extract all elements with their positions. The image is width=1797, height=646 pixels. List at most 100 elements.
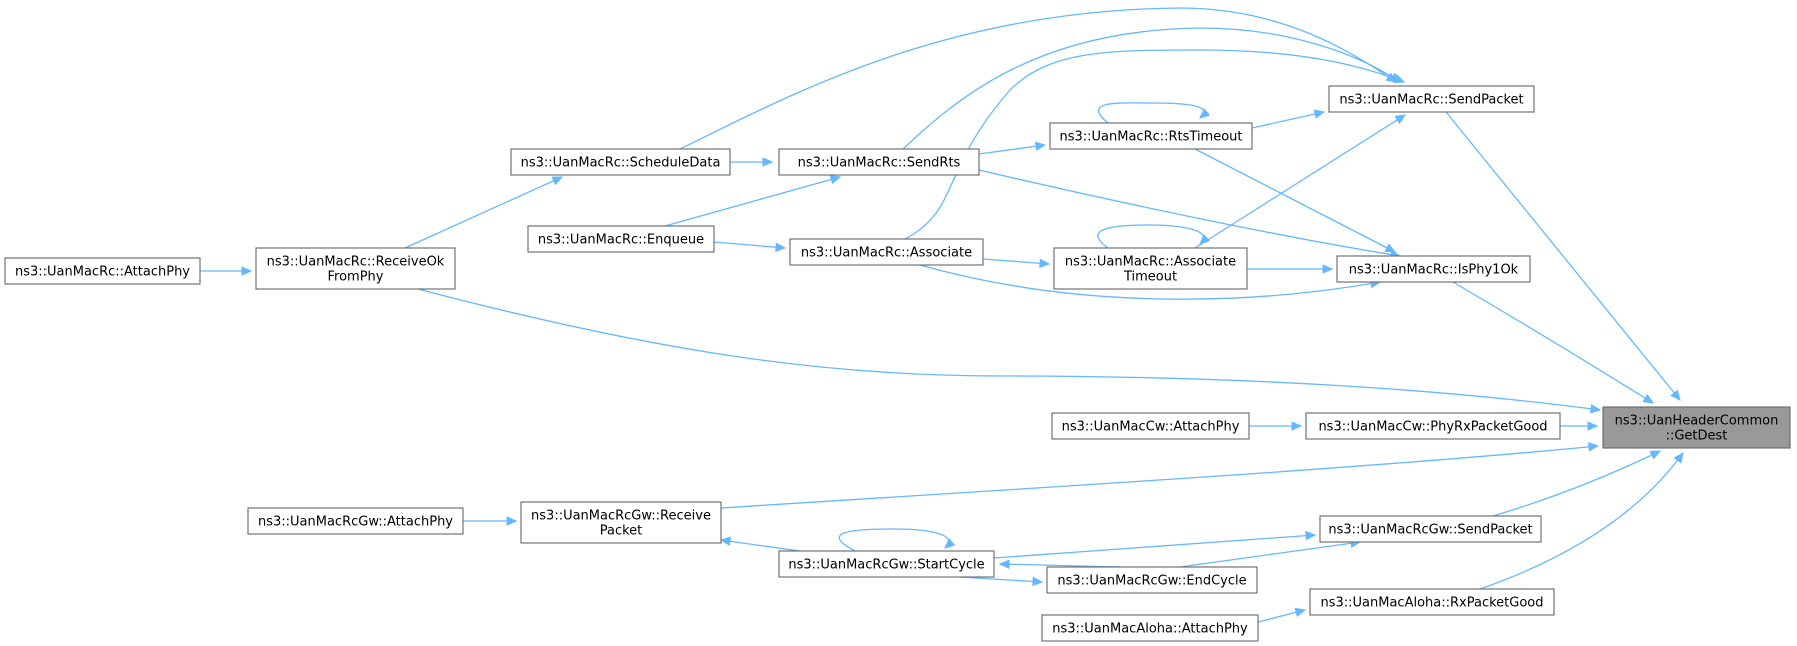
node-box[interactable]	[1602, 406, 1791, 449]
edge-receiveok-to-getdest	[417, 288, 1602, 414]
node-label: ns3::UanMacCw::PhyRxPacketGood	[1318, 420, 1547, 435]
node-label: Packet	[600, 524, 643, 539]
edge-sendpacket-to-getdest	[1445, 111, 1681, 401]
edge-associate-to-assoctimeout	[982, 258, 1051, 269]
arrowhead	[1673, 452, 1684, 464]
arrowhead	[1034, 141, 1047, 152]
edge-isphy1ok-to-getdest	[1452, 281, 1655, 404]
edge-line	[1251, 111, 1325, 129]
edge-line	[1492, 450, 1661, 517]
node-box[interactable]	[778, 148, 980, 176]
arrowhead	[719, 536, 732, 547]
arrowhead	[1305, 530, 1317, 541]
edge-gwsendpacket-to-getdest	[1492, 450, 1662, 517]
node-label: ns3::UanMacCw::AttachPhy	[1062, 420, 1240, 435]
node-alohaattach[interactable]: ns3::UanMacAloha::AttachPhy	[1041, 614, 1259, 642]
edge-line	[838, 528, 950, 552]
arrowhead	[1587, 421, 1599, 431]
edge-gwstartcycle-to-gwreceive	[719, 536, 801, 552]
edge-enqueue-to-associate	[713, 241, 787, 252]
node-cwattach[interactable]: ns3::UanMacCw::AttachPhy	[1051, 412, 1250, 440]
node-cwphyrx[interactable]: ns3::UanMacCw::PhyRxPacketGood	[1305, 412, 1561, 440]
arrowhead	[1322, 264, 1334, 274]
node-associate[interactable]: ns3::UanMacRc::Associate	[789, 238, 984, 266]
node-scheduledata[interactable]: ns3::UanMacRc::ScheduleData	[510, 148, 731, 176]
edge-line	[1194, 148, 1396, 253]
edge-line	[720, 539, 801, 552]
edge-gwstartcycle-to-gwendcycle	[959, 576, 1044, 587]
edge-line	[1479, 452, 1684, 590]
edge-rtstimeout-to-rtstimeout	[1098, 102, 1211, 124]
arrowhead	[1642, 393, 1655, 404]
node-gwstartcycle[interactable]: ns3::UanMacRcGw::StartCycle	[778, 550, 995, 578]
node-box[interactable]	[1328, 85, 1535, 113]
node-box[interactable]	[778, 550, 995, 578]
edge-gwstartcycle-to-gwstartcycle	[838, 528, 956, 552]
node-label: ::GetDest	[1666, 429, 1728, 444]
edge-layer	[200, 7, 1684, 623]
edge-associate-to-sendpacket	[904, 49, 1406, 240]
edge-line	[720, 445, 1599, 509]
edge-line	[679, 7, 1397, 150]
arrowhead	[1032, 576, 1044, 587]
node-label: ns3::UanMacRc::ScheduleData	[521, 156, 721, 171]
node-box[interactable]	[510, 148, 731, 176]
node-box[interactable]	[1051, 412, 1250, 440]
node-box[interactable]	[1041, 614, 1259, 642]
arrowhead	[944, 538, 956, 549]
node-sendrts[interactable]: ns3::UanMacRc::SendRts	[778, 148, 980, 176]
node-box[interactable]	[1053, 247, 1248, 290]
node-rcattach[interactable]: ns3::UanMacRc::AttachPhy	[4, 257, 201, 285]
node-label: ns3::UanMacRcGw::EndCycle	[1057, 574, 1246, 589]
node-label: ns3::UanMacRc::AttachPhy	[15, 265, 190, 280]
arrowhead	[551, 176, 564, 186]
node-box[interactable]	[520, 501, 722, 544]
node-isphy1ok[interactable]: ns3::UanMacRc::IsPhy1Ok	[1336, 255, 1531, 283]
edge-gwendcycle-to-gwsendpacket	[1179, 538, 1362, 568]
edge-enqueue-to-sendrts	[664, 174, 842, 227]
node-box[interactable]	[1049, 122, 1253, 150]
edge-line	[1445, 111, 1681, 401]
node-box[interactable]	[1046, 566, 1258, 594]
node-getdest[interactable]: ns3::UanHeaderCommon::GetDest	[1602, 406, 1791, 449]
arrowhead	[1199, 234, 1211, 245]
node-label: ns3::UanMacRc::ReceiveOk	[267, 255, 445, 270]
node-gwattach[interactable]: ns3::UanMacRcGw::AttachPhy	[247, 507, 464, 535]
arrowhead	[1589, 404, 1602, 414]
node-label: Timeout	[1123, 270, 1177, 285]
arrowhead	[1384, 243, 1397, 253]
node-rtstimeout[interactable]: ns3::UanMacRc::RtsTimeout	[1049, 122, 1253, 150]
edge-sendrts-to-rtstimeout	[978, 141, 1047, 155]
node-label: ns3::UanMacRc::RtsTimeout	[1059, 130, 1242, 145]
edge-cwattach-to-cwphyrx	[1249, 421, 1303, 431]
node-sendpacket[interactable]: ns3::UanMacRc::SendPacket	[1328, 85, 1535, 113]
node-enqueue[interactable]: ns3::UanMacRc::Enqueue	[527, 225, 715, 253]
node-label: ns3::UanMacRcGw::Receive	[531, 509, 711, 524]
node-layer: ns3::UanHeaderCommon::GetDestns3::UanMac…	[4, 85, 1791, 642]
node-label: ns3::UanMacRc::IsPhy1Ok	[1349, 263, 1519, 278]
edge-gwstartcycle-to-gwsendpacket	[993, 530, 1317, 559]
node-box[interactable]	[1319, 515, 1542, 543]
node-box[interactable]	[247, 507, 464, 535]
edge-line	[1097, 224, 1205, 249]
node-box[interactable]	[789, 238, 984, 266]
node-box[interactable]	[255, 247, 456, 290]
node-box[interactable]	[4, 257, 201, 285]
arrowhead	[1670, 389, 1681, 401]
node-box[interactable]	[1336, 255, 1531, 283]
node-gwsendpacket[interactable]: ns3::UanMacRcGw::SendPacket	[1319, 515, 1542, 543]
edge-line	[1098, 102, 1205, 124]
node-alohirx[interactable]: ns3::UanMacAloha::RxPacketGood	[1309, 588, 1555, 616]
arrowhead	[762, 157, 774, 167]
node-label: ns3::UanMacRcGw::SendPacket	[1328, 523, 1532, 538]
node-box[interactable]	[1305, 412, 1561, 440]
node-gwendcycle[interactable]: ns3::UanMacRcGw::EndCycle	[1046, 566, 1258, 594]
edge-sendrts-to-isphy1ok	[978, 169, 1402, 260]
edge-line	[417, 288, 1601, 411]
node-box[interactable]	[527, 225, 715, 253]
node-box[interactable]	[1309, 588, 1555, 616]
